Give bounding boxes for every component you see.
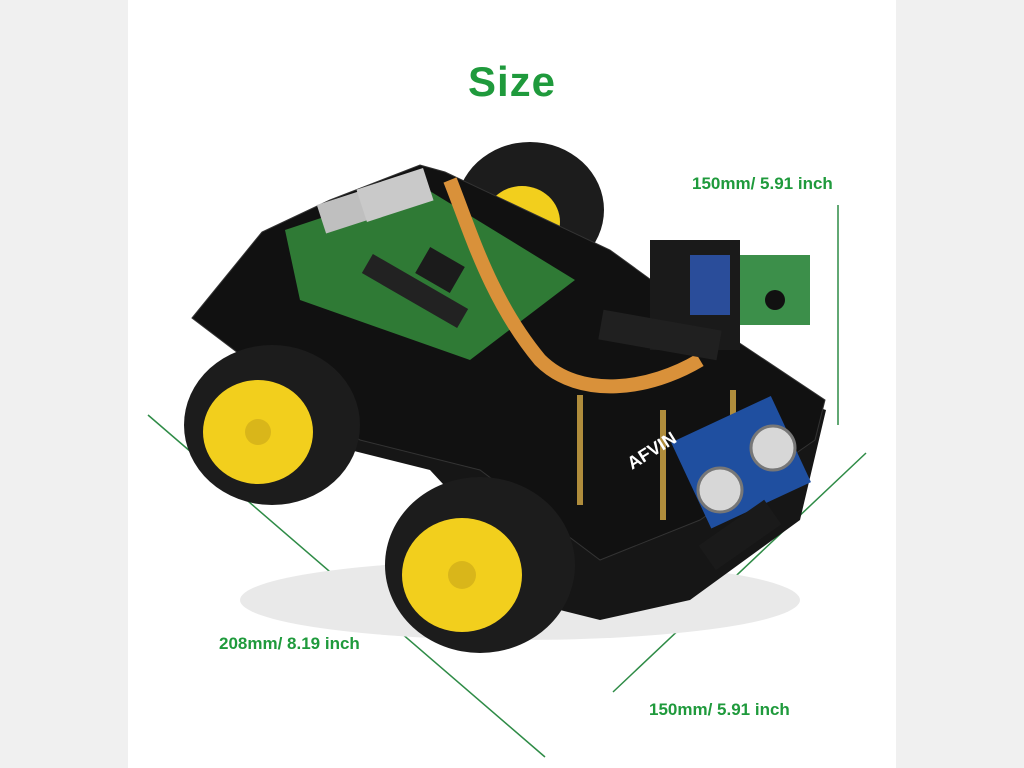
ribbon-cable: [443, 177, 704, 394]
width-dimension-line: [612, 452, 867, 693]
front-left-wheel: [184, 345, 360, 505]
front-right-wheel: [385, 477, 575, 653]
width-dimension-label: 150mm/ 5.91 inch: [649, 700, 790, 719]
standoff: [577, 395, 583, 505]
page-title: Size: [467, 58, 557, 105]
gpio-header: [361, 253, 469, 329]
ultrasonic-sensor: [671, 395, 811, 529]
servo-motor: [690, 255, 730, 315]
ethernet-port: [356, 168, 434, 222]
acrylic-bracket: [598, 309, 722, 361]
right-margin: [896, 0, 1024, 768]
camera-lens: [765, 290, 785, 310]
chip: [415, 247, 465, 293]
length-dimension-label: 208mm/ 8.19 inch: [219, 634, 360, 653]
camera-servo-mount: [598, 240, 810, 361]
standoff: [660, 410, 666, 520]
line-tracking-sensor: [698, 499, 782, 571]
left-margin: [0, 0, 128, 768]
height-dimension-label: 150mm/ 5.91 inch: [692, 174, 833, 193]
